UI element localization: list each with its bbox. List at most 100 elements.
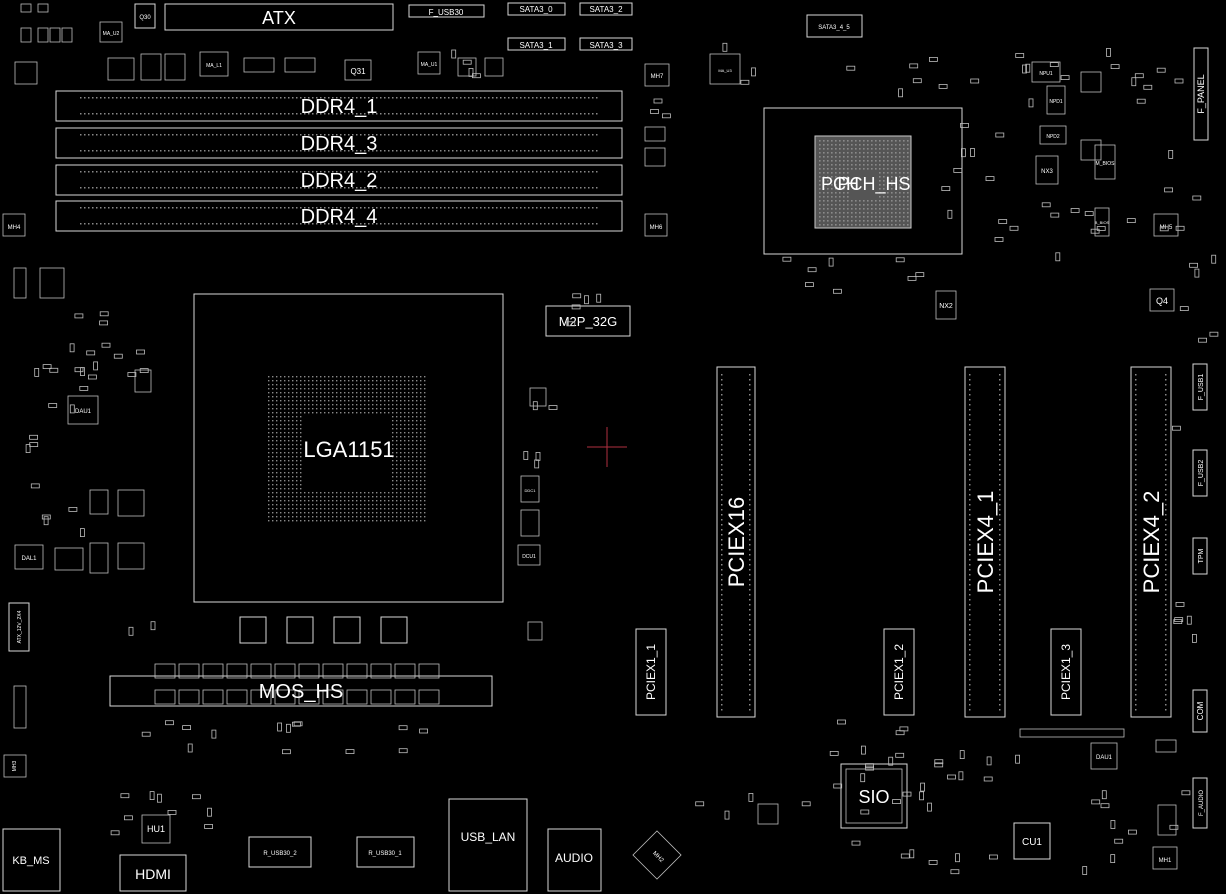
pcie-pin <box>999 554 1001 556</box>
lga-pin <box>292 464 294 466</box>
kb-ms-connector[interactable]: KB_MS <box>2 828 61 892</box>
sata3-0-connector[interactable]: SATA3_0 <box>507 2 566 16</box>
hdmi-connector[interactable]: HDMI <box>119 854 187 892</box>
ddr-pin <box>560 223 562 225</box>
pch-ball <box>823 184 825 186</box>
lga-pin <box>424 484 426 486</box>
ddr-pin <box>220 187 222 189</box>
passive-component <box>1174 78 1184 84</box>
pcie-pin <box>1165 499 1167 501</box>
ddr-pin <box>548 223 550 225</box>
sata3-1-connector[interactable]: SATA3_1 <box>507 37 566 51</box>
m2p-32g-slot[interactable]: M2P_32G <box>545 305 631 337</box>
atx-12v-connector[interactable]: ATX_12V_2X4 <box>8 602 30 652</box>
ddr-pin <box>324 150 326 152</box>
atx-power-connector[interactable]: ATX <box>164 3 394 31</box>
ddr4-1-slot[interactable]: DDR4_1 <box>55 90 623 122</box>
pciex4-2-slot[interactable]: PCIEX4_2 <box>1130 366 1172 718</box>
ddr4-2-slot[interactable]: DDR4_2 <box>55 164 623 196</box>
ddr-pin <box>496 150 498 152</box>
lga1151-cpu-socket[interactable]: LGA1151 <box>193 293 504 603</box>
ddr-pin <box>396 134 398 136</box>
audio-connector[interactable]: AUDIO <box>547 828 602 892</box>
r-usb30-2-header[interactable]: R_USB30_2 <box>248 836 312 868</box>
ddr-pin <box>352 207 354 209</box>
pciex1-1-slot[interactable]: PCIEX1_1 <box>635 628 667 716</box>
pch-chipset[interactable]: PCH PCH_HS <box>763 107 963 255</box>
ddr-pin <box>232 134 234 136</box>
lga-pin <box>280 380 282 382</box>
ddr-pin <box>152 150 154 152</box>
ddr4-4-slot[interactable]: DDR4_4 <box>55 200 623 232</box>
passive-component <box>398 748 408 754</box>
com-header[interactable]: COM <box>1192 689 1208 733</box>
f-audio-header[interactable]: F_AUDIO <box>1192 777 1208 829</box>
f-panel-header[interactable]: F_PANEL <box>1193 47 1209 141</box>
pcie-pin <box>999 384 1001 386</box>
lga-pin <box>280 468 282 470</box>
lga-pin <box>396 376 398 378</box>
lga-pin <box>396 412 398 414</box>
lga-pin <box>268 400 270 402</box>
f-usb1-header[interactable]: F_USB1 <box>1192 363 1208 411</box>
pch-ball <box>847 196 849 198</box>
passive-component <box>955 853 960 863</box>
f-usb30-header[interactable]: F_USB30 <box>408 4 485 18</box>
passive-component <box>1168 149 1174 159</box>
ddr-pin <box>316 207 318 209</box>
sata3-3-connector[interactable]: SATA3_3 <box>579 37 633 51</box>
lga-pin <box>412 440 414 442</box>
passive-component <box>1169 824 1179 830</box>
lga-pin <box>268 432 270 434</box>
ddr-pin <box>104 207 106 209</box>
lga-pin <box>404 432 406 434</box>
ddr-pin <box>584 223 586 225</box>
ddr-pin <box>172 150 174 152</box>
pcie-pin <box>999 684 1001 686</box>
pciex1-2-slot[interactable]: PCIEX1_2 <box>883 628 915 716</box>
lga-pin <box>352 508 354 510</box>
pch-ball <box>839 152 841 154</box>
lga-pin <box>400 472 402 474</box>
tpm-header[interactable]: TPM <box>1192 537 1208 575</box>
pcie-pin <box>969 569 971 571</box>
lga-pin <box>308 500 310 502</box>
ddr-pin <box>164 171 166 173</box>
ddr-pin <box>332 207 334 209</box>
ddr-pin <box>504 150 506 152</box>
lga-pin <box>276 436 278 438</box>
lga-pin <box>316 380 318 382</box>
f-usb2-header[interactable]: F_USB2 <box>1192 449 1208 497</box>
ddr-pin <box>512 223 514 225</box>
lga-pin <box>408 432 410 434</box>
lga-pin <box>404 420 406 422</box>
lga-pin <box>316 392 318 394</box>
lga-pin <box>312 520 314 522</box>
ddr-pin <box>508 187 510 189</box>
lga-pin <box>284 480 286 482</box>
lga-pin <box>424 404 426 406</box>
passive-component <box>915 272 925 278</box>
passive-component <box>994 237 1004 242</box>
ddr-pin <box>468 134 470 136</box>
pciex16-slot[interactable]: PCIEX16 <box>716 366 756 718</box>
pch-ball <box>859 152 861 154</box>
r-usb30-1-header[interactable]: R_USB30_1 <box>356 836 415 868</box>
usb-lan-connector[interactable]: USB_LAN <box>448 798 528 892</box>
sata3-2-connector[interactable]: SATA3_2 <box>579 2 633 16</box>
pciex4-1-slot[interactable]: PCIEX4_1 <box>964 366 1006 718</box>
ddr-pin <box>328 187 330 189</box>
ddr-pin <box>404 171 406 173</box>
sata3-4-5-connector[interactable]: SATA3_4_5 <box>806 14 863 38</box>
ddr-pin <box>456 171 458 173</box>
pcie-pin <box>1135 604 1137 606</box>
lga-pin <box>392 436 394 438</box>
pciex1-3-slot[interactable]: PCIEX1_3 <box>1050 628 1082 716</box>
lga-pin <box>408 520 410 522</box>
lga-pin <box>284 468 286 470</box>
ddr4-3-slot[interactable]: DDR4_3 <box>55 127 623 159</box>
pcie-pin <box>1165 689 1167 691</box>
lga-pin <box>384 376 386 378</box>
lga-pin <box>296 384 298 386</box>
lga-pin <box>380 520 382 522</box>
